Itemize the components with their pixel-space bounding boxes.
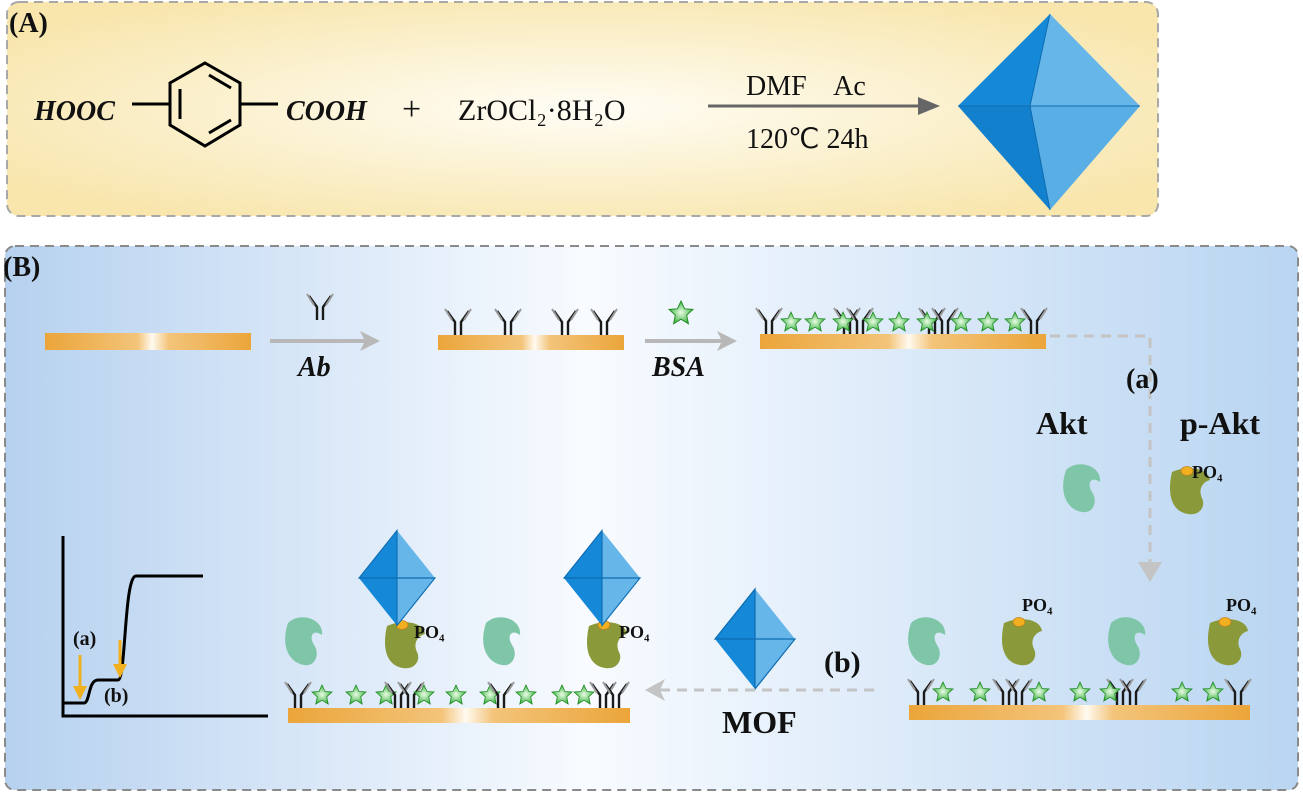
terephthalic-acid: HOOC COOH (33, 61, 368, 148)
graph-curve (63, 574, 203, 705)
linker-left-group: HOOC (33, 96, 115, 127)
electrode-with-antibodies (438, 307, 624, 350)
zirconium-salt: ZrOCl₂·8H₂O (458, 94, 626, 127)
mof-label: MOF (722, 704, 797, 740)
panel-b-label: (B) (3, 252, 40, 283)
po4-label-4: PO₄ (414, 622, 445, 642)
panel-a-label: (A) (9, 8, 48, 39)
graph-label-b: (b) (104, 685, 128, 707)
graph-axes (61, 536, 268, 718)
step-bsa-label: BSA (651, 352, 705, 383)
po4-label-3: PO₄ (1226, 595, 1257, 615)
plus-sign: + (402, 91, 421, 128)
po4-label-5: PO₄ (619, 622, 650, 642)
po4-label: PO₄ (1192, 462, 1223, 482)
response-graph: (a) (b) (61, 536, 268, 718)
po4-label-2: PO₄ (1022, 595, 1053, 615)
bare-electrode (45, 333, 251, 350)
panel-a (6, 1, 1159, 217)
akt-label: Akt (1036, 405, 1088, 441)
electrode-bound-proteins (906, 617, 1253, 720)
reaction-conditions-top: DMF Ac (746, 71, 866, 102)
electrode-mof-labeled (283, 529, 641, 723)
branch-b-label: (b) (824, 646, 861, 679)
electrode-ab-bsa (754, 306, 1049, 349)
panel-b (4, 245, 1299, 791)
branch-a-label: (a) (1126, 364, 1159, 395)
graph-label-a: (a) (73, 628, 96, 650)
mof-octahedron-large (958, 13, 1140, 211)
pakt-label: p-Akt (1180, 405, 1260, 441)
linker-right-group: COOH (286, 96, 368, 127)
reaction-conditions-bottom: 120℃ 24h (746, 124, 868, 155)
step-ab-label: Ab (296, 352, 331, 383)
